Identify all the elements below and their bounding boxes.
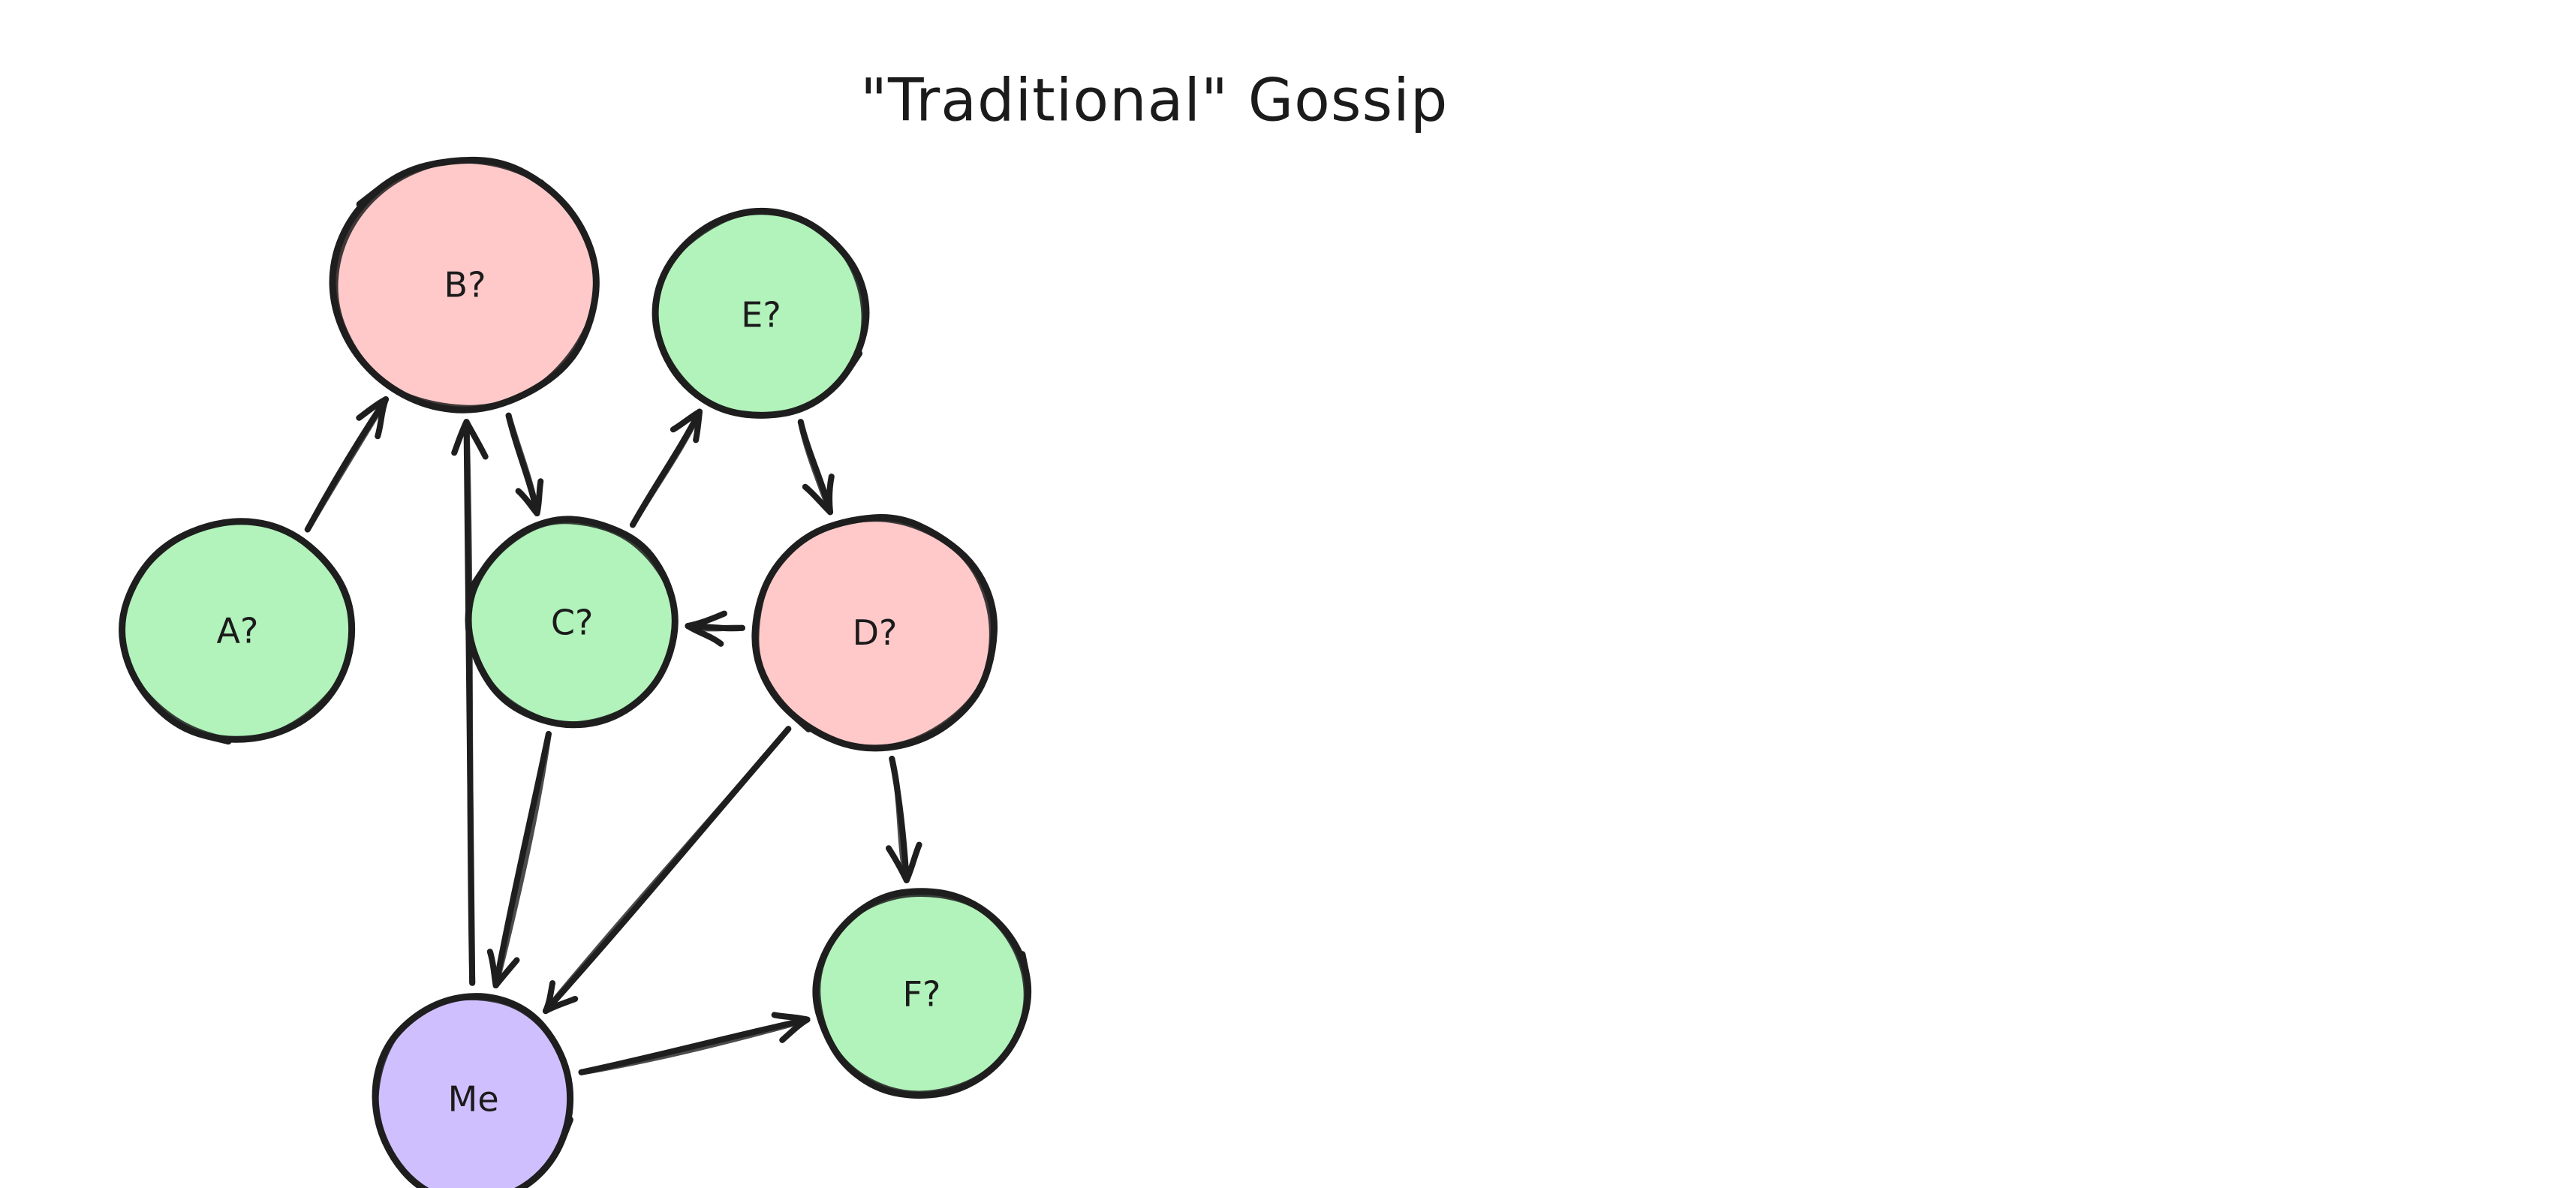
arrowhead-forward [693,408,703,444]
edge-traditional-gossip-A-to-B [304,396,389,533]
edge-traditional-gossip-D-to-F [886,756,922,883]
edge-traditional-gossip-D-to-Me [543,726,792,1015]
node-circle-sketch [755,518,995,749]
edge-traditional-gossip-E-to-D [797,419,835,516]
node-traditional-gossip-E[interactable]: E? [652,207,870,419]
node-traditional-gossip-D[interactable]: D? [751,514,998,752]
node-circle-sketch [120,521,354,741]
arrowhead-forward [826,474,835,516]
node-circle-sketch [334,159,597,409]
node-traditional-gossip-F[interactable]: F? [812,888,1032,1099]
edge-shaft-echo [463,419,476,986]
arrowhead-forward [375,396,389,440]
edge-shaft-echo [304,396,389,533]
arrowhead-forward [486,949,499,988]
node-label: D? [853,612,898,653]
edge-traditional-gossip-D-to-C [685,610,745,647]
nodes-layer: B?E?A?C?D?F?MeCDBEAFMe [119,156,1032,1188]
edge-traditional-gossip-B-to-C [505,412,544,516]
arrowhead-forward [685,610,727,630]
node-traditional-gossip-A[interactable]: A? [119,518,356,745]
edge-shaft-echo [543,726,792,1015]
arrowhead-forward [779,1016,811,1043]
arrowhead-forward [543,980,556,1015]
node-label: Me [448,1079,499,1120]
titles-layer: "Traditional" Gossipp2p::authenticated [860,67,1448,134]
node-traditional-gossip-Me[interactable]: Me [372,993,574,1188]
edge-shaft-echo [630,408,703,528]
node-circle-sketch [817,892,1028,1095]
arrowhead-forward [534,478,544,516]
node-circle-sketch [655,211,865,417]
node-traditional-gossip-C[interactable]: C? [465,516,679,729]
arrowhead-forward [802,483,833,516]
node-circle-sketch [467,520,677,726]
panel-title-traditional-gossip: "Traditional" Gossip [860,67,1448,134]
edge-shaft-echo [492,731,552,988]
arrowhead-forward [515,488,540,516]
edge-traditional-gossip-C-to-E [630,408,703,528]
arrowhead-forward [886,845,910,883]
node-label: F? [903,973,941,1014]
node-label: A? [217,611,259,651]
edge-traditional-gossip-Me-to-B [451,419,489,986]
node-label: E? [741,294,781,335]
node-traditional-gossip-B[interactable]: B? [329,156,600,414]
node-label: C? [551,603,594,643]
arrowhead-forward [463,419,489,460]
edge-shaft-echo [505,412,540,516]
edge-traditional-gossip-C-to-Me [486,731,552,988]
node-label: B? [444,264,486,305]
node-circle[interactable] [329,156,600,414]
edges-layer [304,396,922,1075]
edge-traditional-gossip-Me-to-F [578,1012,811,1075]
edge-shaft-echo [578,1016,811,1075]
edge-shaft-echo [889,756,910,883]
node-circle-sketch [375,996,572,1188]
